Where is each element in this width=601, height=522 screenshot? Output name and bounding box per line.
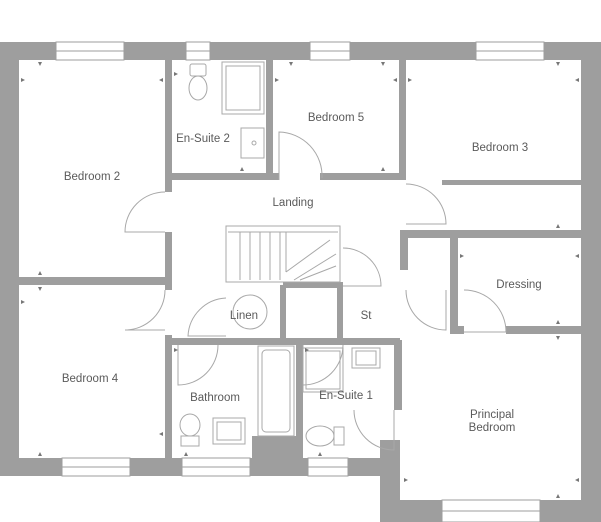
room-label-bedroom5: Bedroom 5 (308, 112, 364, 124)
toilet (189, 63, 207, 77)
room-label-ensuite2: En-Suite 2 (176, 133, 230, 145)
room-label-st: St (361, 310, 373, 322)
fixtures (179, 61, 381, 447)
room-label-principal-line2: Bedroom (469, 422, 516, 434)
room-label-principal-line1: Principal (470, 409, 514, 421)
toilet (305, 425, 335, 447)
room-labels: Bedroom 2 En-Suite 2 Bedroom 5 Bedroom 3… (62, 112, 542, 434)
stairs (225, 225, 341, 283)
room-label-bedroom2: Bedroom 2 (64, 171, 120, 183)
doors (124, 131, 507, 451)
windows (55, 41, 545, 522)
cylinder (232, 294, 268, 330)
room-label-bedroom3: Bedroom 3 (472, 142, 528, 154)
room-label-bathroom: Bathroom (190, 392, 240, 404)
dimension-markers (21, 62, 579, 498)
room-label-ensuite1: En-Suite 1 (319, 390, 373, 402)
room-label-linen: Linen (230, 310, 258, 322)
room-label-landing: Landing (273, 197, 314, 209)
toilet (179, 413, 201, 437)
room-label-dressing: Dressing (496, 279, 541, 291)
room-label-bedroom4: Bedroom 4 (62, 373, 119, 385)
